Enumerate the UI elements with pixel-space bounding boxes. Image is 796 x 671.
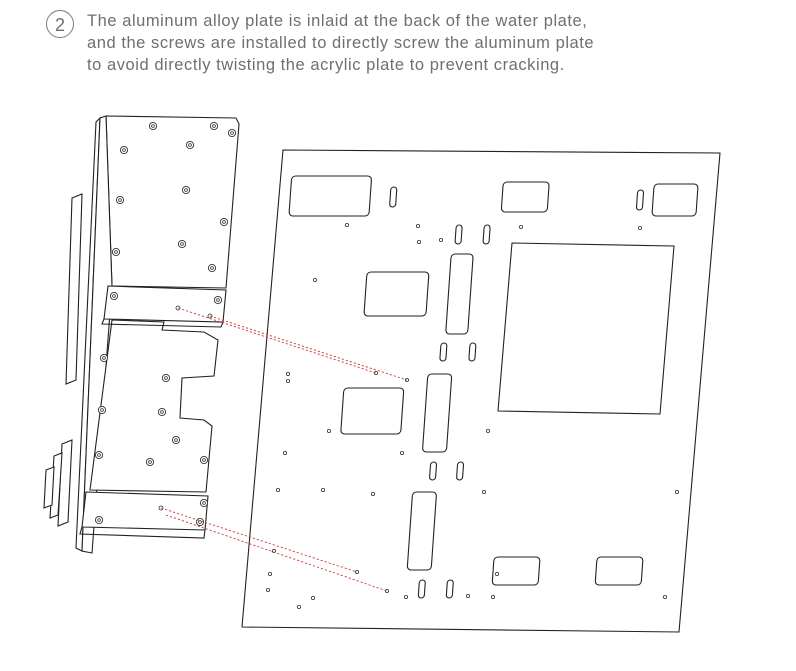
caption-text: The aluminum alloy plate is inlaid at th…: [87, 10, 767, 76]
panel-screw-holes: [265, 222, 680, 610]
acrylic-panel: [241, 149, 721, 633]
caption-line-3: to avoid directly twisting the acrylic p…: [87, 56, 565, 74]
water-plate: [43, 115, 240, 554]
caption-line-1: The aluminum alloy plate is inlaid at th…: [87, 12, 588, 30]
step-number-badge: 2: [46, 10, 74, 38]
screw-alignment-lines: [160, 307, 408, 592]
caption-line-2: and the screws are installed to directly…: [87, 34, 595, 52]
